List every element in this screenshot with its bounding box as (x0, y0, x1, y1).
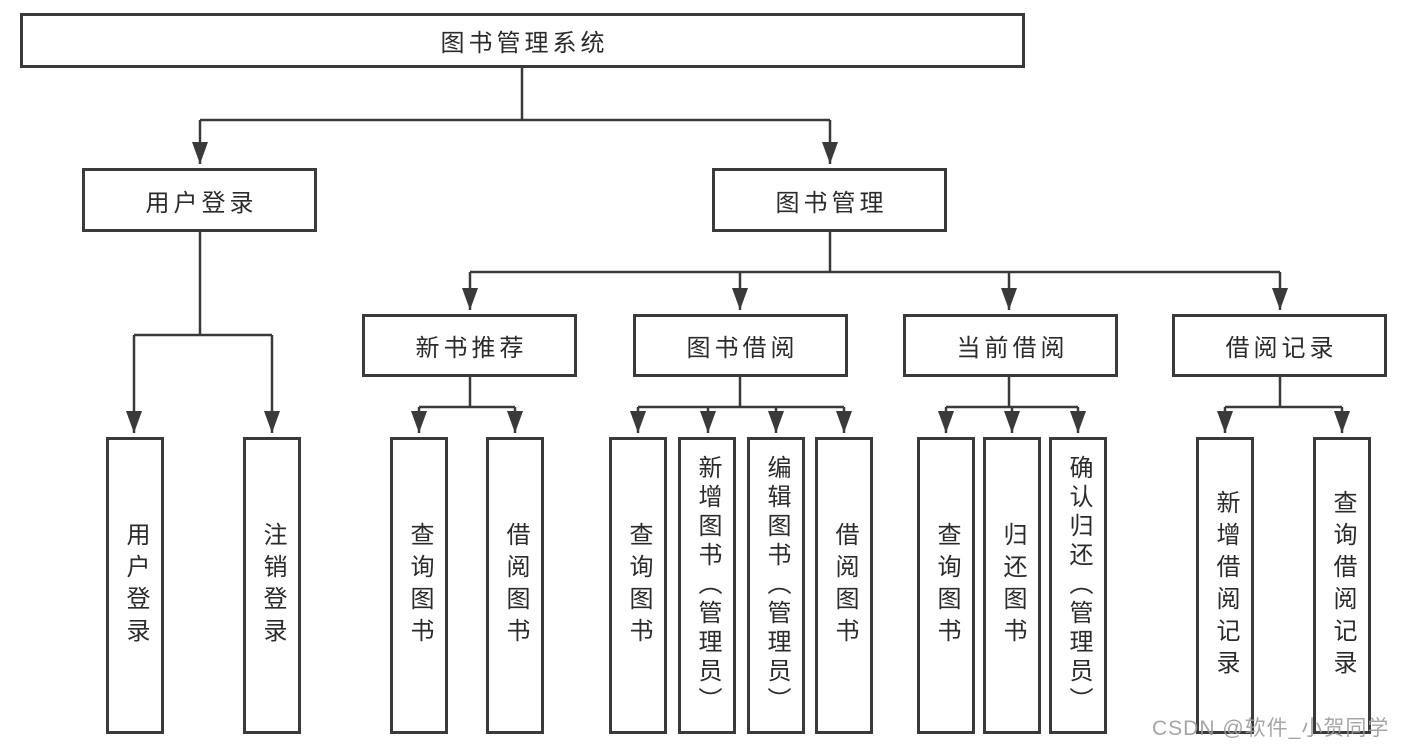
leaf-query-book-recommend: 查询图书 (390, 437, 448, 734)
leaf-user-login-label: 用户登录 (122, 521, 149, 650)
node-new-book-recommend: 新书推荐 (362, 314, 577, 377)
leaf-edit-book-admin: 编辑图书（管理员） (747, 437, 805, 734)
leaf-borrow-book-recommend: 借阅图书 (486, 437, 544, 734)
leaf-query-borrow-record: 查询借阅记录 (1313, 437, 1371, 734)
node-borrowing-records-label: 借阅记录 (1225, 335, 1338, 362)
node-user-login: 用户登录 (82, 168, 317, 232)
leaf-return-book: 归还图书 (983, 437, 1041, 734)
leaf-query-book-borrowing-label: 查询图书 (625, 521, 652, 650)
leaf-logout-label: 注销登录 (259, 521, 286, 650)
node-current-borrowing-label: 当前借阅 (956, 335, 1069, 362)
leaf-query-book-current: 查询图书 (917, 437, 975, 734)
leaf-query-book-current-label: 查询图书 (933, 521, 960, 650)
node-borrowing-records: 借阅记录 (1172, 314, 1387, 377)
node-book-borrowing: 图书借阅 (633, 314, 848, 377)
leaf-borrow-book-borrowing: 借阅图书 (815, 437, 873, 734)
node-book-management-label: 图书管理 (775, 189, 888, 217)
leaf-add-book-admin: 新增图书（管理员） (678, 437, 736, 734)
leaf-user-login: 用户登录 (106, 437, 164, 734)
node-book-management: 图书管理 (712, 168, 947, 232)
node-user-login-label: 用户登录 (145, 189, 258, 217)
node-root-label: 图书管理系统 (440, 30, 609, 57)
leaf-query-book-recommend-label: 查询图书 (406, 521, 433, 650)
watermark: CSDN @软件_小贺同学 (1152, 717, 1390, 740)
node-book-borrowing-label: 图书借阅 (686, 335, 799, 362)
leaf-return-book-label: 归还图书 (999, 521, 1026, 650)
leaf-query-book-borrowing: 查询图书 (609, 437, 667, 734)
leaf-borrow-book-recommend-label: 借阅图书 (502, 521, 529, 650)
leaf-edit-book-admin-label: 编辑图书（管理员） (763, 455, 790, 716)
leaf-add-borrow-record: 新增借阅记录 (1196, 437, 1254, 734)
leaf-query-borrow-record-label: 查询借阅记录 (1329, 489, 1356, 682)
leaf-add-borrow-record-label: 新增借阅记录 (1212, 489, 1239, 682)
leaf-confirm-return-admin-label: 确认归还（管理员） (1065, 455, 1092, 716)
node-root: 图书管理系统 (20, 13, 1025, 68)
node-current-borrowing: 当前借阅 (903, 314, 1118, 377)
leaf-borrow-book-borrowing-label: 借阅图书 (831, 521, 858, 650)
node-new-book-recommend-label: 新书推荐 (415, 335, 528, 362)
leaf-logout: 注销登录 (243, 437, 301, 734)
leaf-confirm-return-admin: 确认归还（管理员） (1049, 437, 1107, 734)
leaf-add-book-admin-label: 新增图书（管理员） (694, 455, 721, 716)
